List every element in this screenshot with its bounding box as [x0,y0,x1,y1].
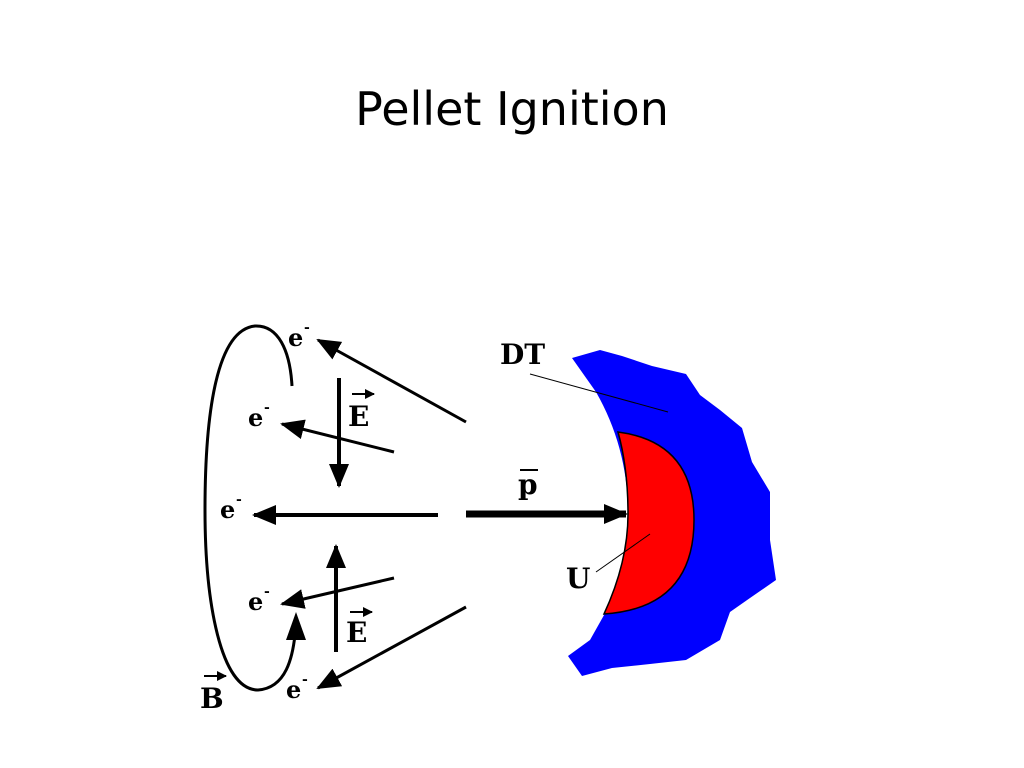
u-leader-line [595,533,651,573]
page-title: Pellet Ignition [355,82,669,136]
svg-text:e: e [248,403,263,432]
electron-arrow-bottom [316,605,467,690]
u-core [602,431,695,615]
svg-text:-: - [236,492,242,508]
svg-text:-: - [304,320,310,336]
electron-label-middle: e - [220,492,242,524]
electron-arrow-top [316,338,467,424]
electron-label-bottom: e - [286,672,308,704]
svg-text:e: e [286,675,301,704]
svg-text:e: e [220,495,235,524]
b-field-loop [203,324,298,692]
e-field-label-bottom: E [346,607,373,649]
dt-label: DT [500,338,545,371]
u-label: U [566,562,590,595]
svg-text:-: - [264,584,270,600]
svg-text:B: B [200,682,224,715]
electron-label-upper: e - [248,400,270,432]
svg-text:E: E [346,616,367,649]
svg-text:-: - [302,672,308,688]
e-field-label-top: E [348,389,375,433]
b-field-arrowhead [286,612,306,640]
svg-text:-: - [264,400,270,416]
momentum-label: p [518,468,538,501]
b-field-label: B [200,671,227,715]
svg-text:e: e [288,323,303,352]
electron-label-lower: e - [248,584,270,616]
svg-text:e: e [248,587,263,616]
electron-label-top: e - [288,320,310,352]
svg-text:E: E [348,400,369,433]
dt-leader-line [529,373,669,413]
svg-text:p: p [518,468,538,501]
